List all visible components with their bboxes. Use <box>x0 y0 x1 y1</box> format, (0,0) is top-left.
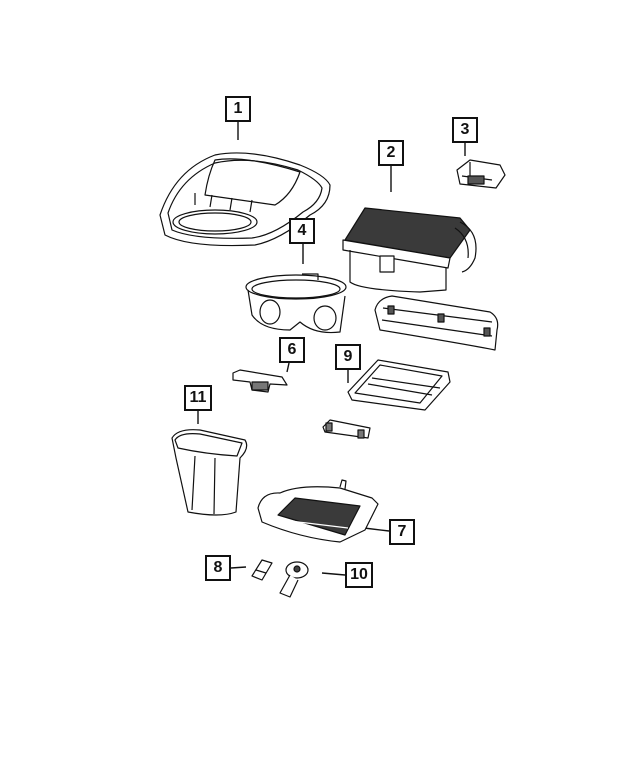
callout-2: 2 <box>378 140 404 166</box>
part-2-storage-bin <box>342 207 477 293</box>
callout-7: 7 <box>389 519 415 545</box>
part-8-pin <box>251 559 273 581</box>
callout-10: 10 <box>345 562 373 588</box>
part-9-tray <box>347 359 451 411</box>
callout-3: 3 <box>452 117 478 143</box>
part-1-bezel <box>159 152 331 247</box>
part-10-fastener <box>279 561 309 598</box>
part-3-connector <box>456 159 506 189</box>
callout-6: 6 <box>279 337 305 363</box>
part-clip <box>322 419 371 439</box>
part-4-cup-holder <box>245 273 347 334</box>
leader-lines <box>197 122 466 576</box>
part-5-trim-panel <box>374 295 499 351</box>
callout-4: 4 <box>289 218 315 244</box>
part-11-bin <box>171 429 248 516</box>
part-6-bracket <box>232 369 288 393</box>
part-7-mat-tray <box>257 479 379 543</box>
callout-11: 11 <box>184 385 212 411</box>
callout-1: 1 <box>225 96 251 122</box>
callout-8: 8 <box>205 555 231 581</box>
callout-9: 9 <box>335 344 361 370</box>
